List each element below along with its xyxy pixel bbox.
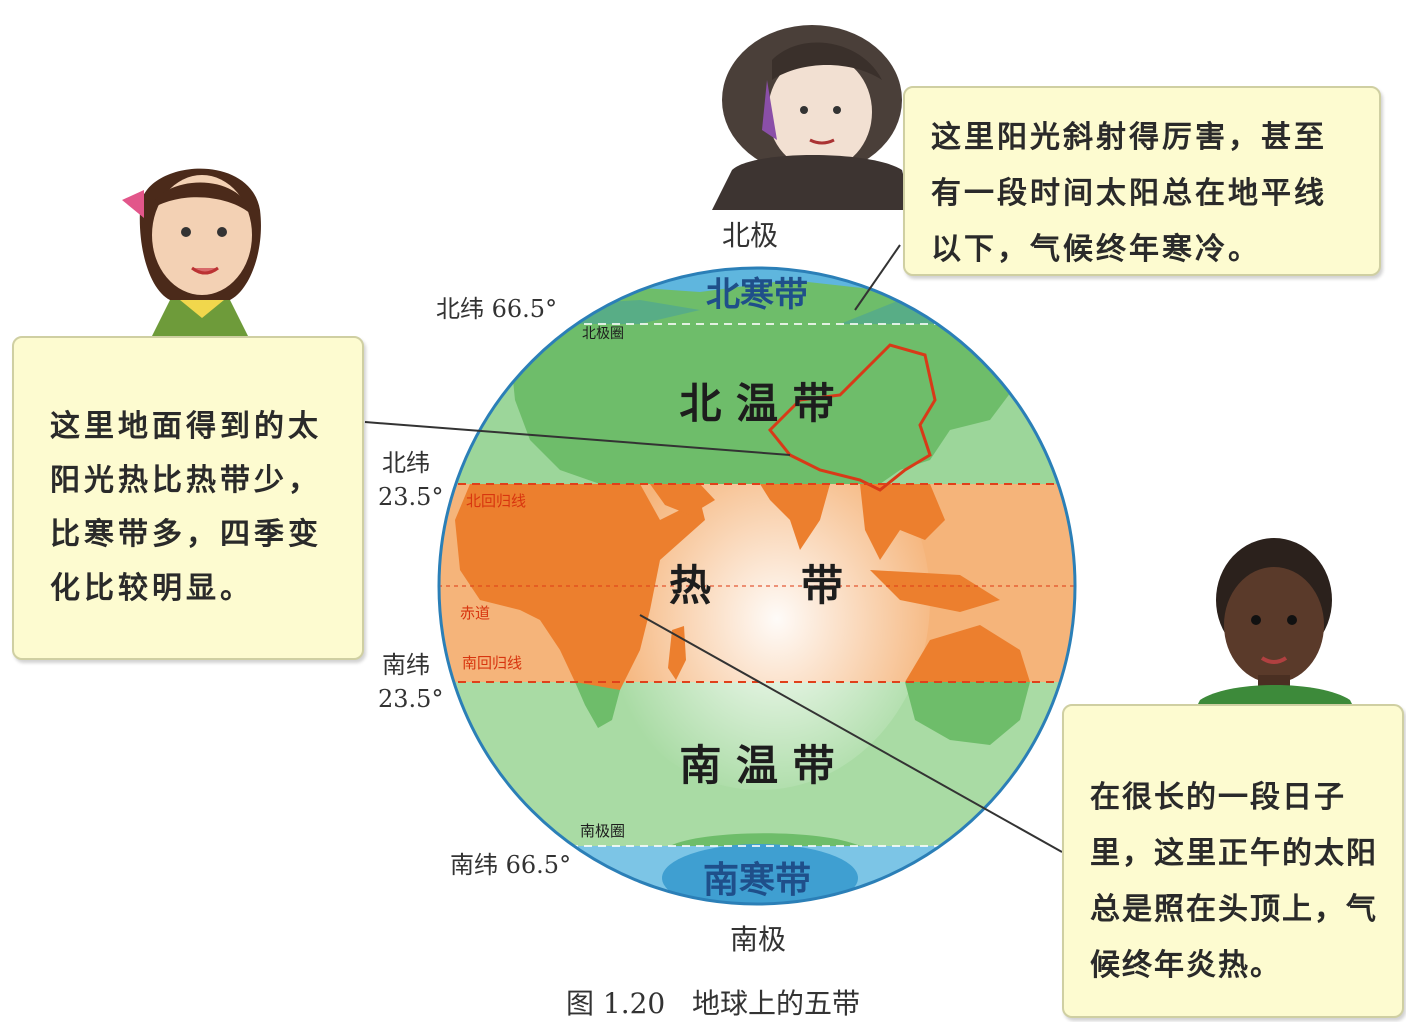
- zone-label-north-temperate: 北 温 带: [679, 379, 834, 428]
- eurasia-landmass: [510, 280, 1020, 484]
- madagascar: [668, 626, 686, 680]
- latitude-label-north-66: 北纬 66.5°: [436, 295, 558, 323]
- latitude-label-north-23-line2: 23.5°: [378, 483, 444, 511]
- indonesia: [870, 570, 1000, 612]
- figure-caption: 图 1.20 地球上的五带: [566, 987, 860, 1020]
- callout-top-line-2: 有一段时间太阳总在地平线: [931, 176, 1327, 211]
- zone-label-south-frigid: 南寒带: [703, 860, 811, 901]
- callout-tropical-zone: 在很长的一段日子 里，这里正午的太阳 总是照在头顶上，气 候终年炎热。: [1062, 704, 1404, 1018]
- connector-left: [364, 421, 791, 456]
- globe-outline: [437, 266, 1077, 906]
- india: [760, 484, 830, 550]
- continents: [455, 280, 1030, 904]
- callout-right-line-4: 候终年炎热。: [1090, 948, 1282, 983]
- map-label-tropic-of-capricorn: 南回归线: [462, 654, 522, 672]
- south-pole-label: 南极: [730, 923, 787, 956]
- globe-body: [439, 268, 1075, 904]
- latitude-label-north-23-line1: 北纬: [382, 449, 430, 477]
- australia-tropical: [905, 625, 1030, 682]
- china-border: [767, 343, 937, 492]
- callout-left-line-4: 化比较明显。: [50, 571, 254, 606]
- map-label-antarctic-circle: 南极圈: [580, 822, 625, 840]
- antarctica-temperate: [670, 833, 860, 846]
- map-label-arctic-circle: 北极圈: [582, 326, 624, 342]
- callout-top-line-3: 以下，气候终年寒冷。: [931, 232, 1261, 267]
- zone-label-tropical-2: 带: [801, 561, 843, 610]
- callout-right-line-3: 总是照在头顶上，气: [1090, 892, 1378, 927]
- connector-top: [854, 244, 901, 311]
- africa-south-tip: [575, 682, 620, 728]
- callout-left-line-2: 阳光热比热带少，: [50, 463, 322, 498]
- southeast-asia: [860, 484, 945, 560]
- girl-illustration: [122, 168, 261, 360]
- callout-top-line-1: 这里阳光斜射得厉害，甚至: [931, 120, 1327, 155]
- callout-frigid-zone: 这里阳光斜射得厉害，甚至 有一段时间太阳总在地平线 以下，气候终年寒冷。: [903, 86, 1381, 276]
- callout-left-line-3: 比寒带多，四季变: [50, 517, 322, 552]
- latitude-label-south-23-line1: 南纬: [382, 651, 430, 679]
- australia-temperate: [905, 682, 1030, 745]
- antarctica-frigid: [662, 844, 858, 904]
- map-label-equator: 赤道: [460, 604, 490, 622]
- latitude-label-south-66: 南纬 66.5°: [450, 851, 572, 879]
- arabia: [650, 484, 715, 515]
- callout-right-line-1: 在很长的一段日子: [1090, 780, 1346, 815]
- zone-label-north-frigid: 北寒带: [706, 275, 808, 315]
- zone-label-tropical-1: 热: [669, 561, 711, 610]
- map-label-tropic-of-cancer: 北回归线: [466, 492, 526, 510]
- zone-label-south-temperate: 南 温 带: [679, 741, 834, 790]
- north-pole-label: 北极: [722, 219, 779, 252]
- callout-left-line-1: 这里地面得到的太: [50, 409, 322, 444]
- arctic-child-illustration: [712, 25, 912, 210]
- callout-right-line-2: 里，这里正午的太阳: [1090, 836, 1378, 871]
- latitude-label-south-23-line2: 23.5°: [378, 685, 444, 713]
- callout-temperate-zone: 这里地面得到的太 阳光热比热带少， 比寒带多，四季变 化比较明显。: [12, 336, 364, 660]
- connector-right: [639, 614, 1063, 853]
- tropical-child-illustration: [1190, 538, 1360, 720]
- africa-landmass: [455, 484, 705, 720]
